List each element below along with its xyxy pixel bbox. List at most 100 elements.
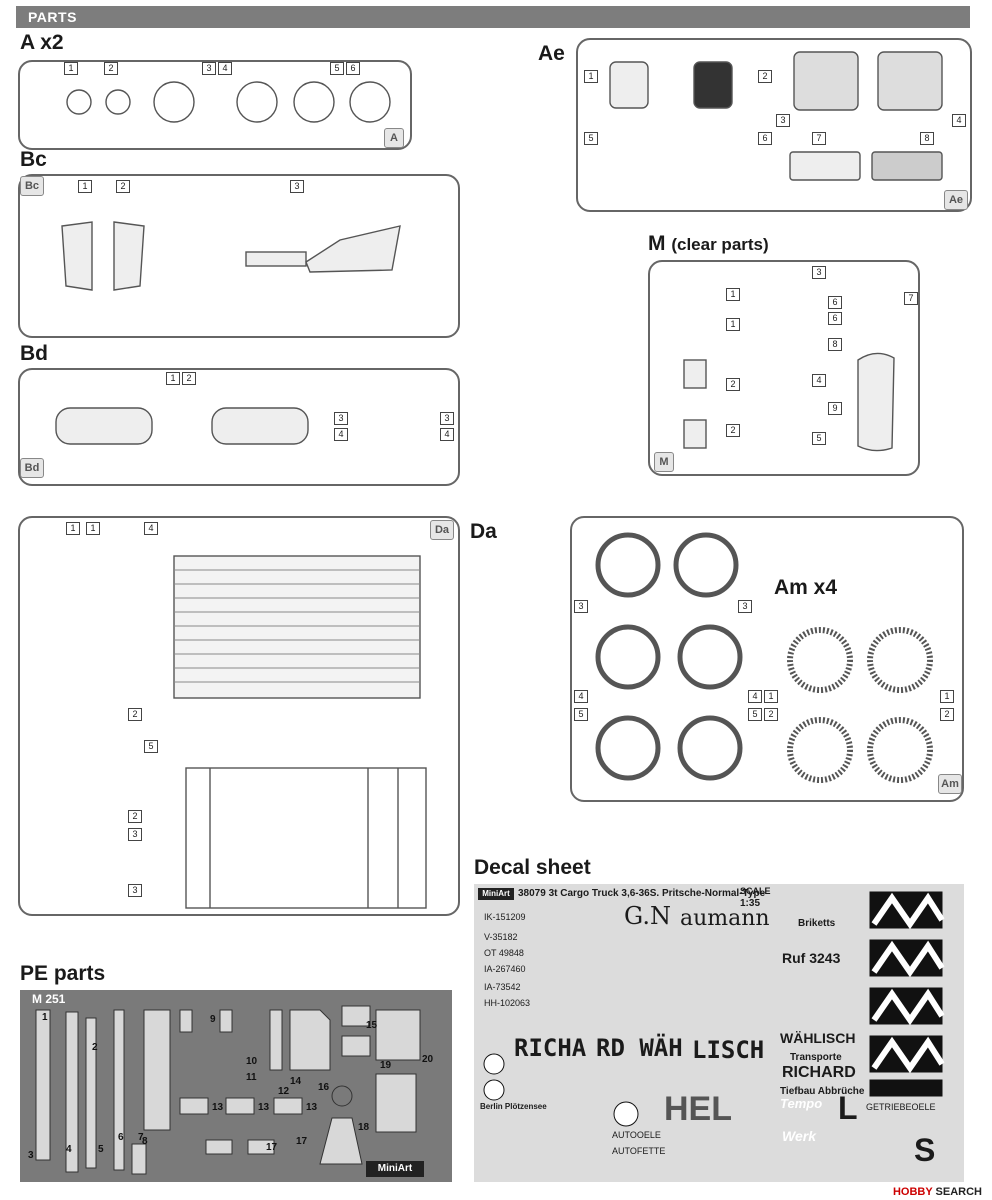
part-number: 8 (828, 338, 842, 351)
part-number: 2 (940, 708, 954, 721)
part-number: 3 (738, 600, 752, 613)
part-number: 4 (144, 522, 158, 535)
part-number: 1 (764, 690, 778, 703)
decal-brand-logo: MiniArt (478, 888, 514, 900)
sprue-bd-title: Bd (20, 342, 48, 365)
decal-word: G.N (624, 902, 671, 930)
sprue-m-letter: M (648, 232, 666, 255)
decal-word: RICHARD (782, 1064, 856, 1081)
decal-word: aumann (680, 906, 770, 931)
pe-part-number: 19 (380, 1060, 392, 1071)
decal-word: Berlin Plötzensee (480, 1102, 547, 1111)
sprue-m-frame (648, 260, 920, 476)
part-number: 2 (726, 424, 740, 437)
part-number: 1 (726, 288, 740, 301)
decal-word: LISCH (692, 1036, 765, 1064)
sprue-ae-title: Ae (538, 42, 565, 65)
part-number: 5 (812, 432, 826, 445)
decal-word: Tiefbau Abbrüche (780, 1086, 865, 1097)
watermark-logo: HOBBY SEARCH (893, 1186, 982, 1198)
decal-word: RD WÄH (596, 1034, 683, 1062)
part-number: 9 (828, 402, 842, 415)
pe-part-number: 10 (246, 1056, 258, 1067)
decal-word: Tempo (780, 1096, 823, 1111)
sprue-m-subtitle: (clear parts) (671, 235, 769, 254)
part-number: 5 (574, 708, 588, 721)
sprue-ae-tag: Ae (944, 190, 968, 210)
part-number: 2 (104, 62, 118, 75)
part-number: 3 (202, 62, 216, 75)
pe-part-number: 13 (306, 1102, 318, 1113)
part-number: 6 (758, 132, 772, 145)
sprue-bd-tag: Bd (20, 458, 44, 478)
part-number: 1 (166, 372, 180, 385)
sprue-bc-title: Bc (20, 148, 47, 171)
pe-part-number: 13 (212, 1102, 224, 1113)
part-number: 3 (334, 412, 348, 425)
part-number: 3 (290, 180, 304, 193)
decal-plate: IK-151209 (484, 912, 526, 922)
pe-part-number: 17 (266, 1142, 278, 1153)
part-number: 7 (812, 132, 826, 145)
decal-title: Decal sheet (474, 856, 591, 879)
pe-part-number: 15 (366, 1020, 378, 1031)
part-number: 2 (128, 810, 142, 823)
decal-word: AUTOOELE (612, 1130, 661, 1140)
part-number: 5 (584, 132, 598, 145)
part-number: 5 (748, 708, 762, 721)
decal-plate: HH-102063 (484, 998, 531, 1008)
pe-part-number: 7 (138, 1132, 144, 1143)
part-number: 3 (776, 114, 790, 127)
decal-plate: V-35182 (484, 932, 518, 942)
pe-part-number: 1 (42, 1012, 48, 1023)
decal-word: HEL (664, 1090, 732, 1128)
part-number: 5 (144, 740, 158, 753)
part-number: 8 (920, 132, 934, 145)
pe-part-number: 13 (258, 1102, 270, 1113)
decal-word: WÄHLISCH (780, 1030, 856, 1046)
part-number: 6 (828, 296, 842, 309)
part-number: 4 (952, 114, 966, 127)
part-number: 1 (64, 62, 78, 75)
pe-title: PE parts (20, 962, 106, 985)
sprue-da-title: Da (470, 520, 497, 543)
part-number: 1 (86, 522, 100, 535)
pe-part-number: 20 (422, 1054, 434, 1065)
sprue-da-frame (18, 516, 460, 916)
decal-word: Transporte (790, 1052, 842, 1063)
sprue-ae-frame (576, 38, 972, 212)
watermark-brand: HOBBY (892, 1186, 933, 1198)
part-number: 5 (330, 62, 344, 75)
pe-part-number: 9 (210, 1014, 216, 1025)
decal-word: Briketts (798, 918, 836, 929)
decal-plate: IA-267460 (484, 964, 526, 974)
pe-part-number: 11 (246, 1072, 257, 1083)
part-number: 2 (182, 372, 196, 385)
decal-word: AUTOFETTE (612, 1146, 666, 1156)
decal-scale: 1:35 (740, 898, 761, 909)
sprue-a-title: A x2 (20, 31, 64, 54)
decal-word: RICHA (514, 1034, 587, 1062)
decal-chevrons (483, 891, 945, 1127)
pe-part-number: 17 (296, 1136, 308, 1147)
decal-word: Ruf 3243 (782, 950, 841, 966)
decal-word: Werk (782, 1128, 816, 1144)
parts-header-title: PARTS (28, 9, 77, 25)
pe-part-number: 4 (66, 1144, 72, 1155)
pe-part-number: 3 (28, 1150, 34, 1161)
part-number: 2 (726, 378, 740, 391)
decal-plate: IA-73542 (484, 982, 521, 992)
sprue-bd-frame (18, 368, 460, 486)
part-number: 4 (748, 690, 762, 703)
part-number: 4 (812, 374, 826, 387)
decal-sheet: MiniArt 38079 3t Cargo Truck 3,6-36S. Pr… (474, 884, 964, 1182)
decal-scale-label: SCALE (740, 886, 771, 896)
sprue-bc-frame (18, 174, 460, 338)
sprue-a-tag: A (384, 128, 404, 148)
pe-part-number: 12 (278, 1086, 290, 1097)
pe-part-number: 18 (358, 1122, 370, 1133)
sprue-m-tag: M (654, 452, 674, 472)
sprue-am-frame (570, 516, 964, 802)
pe-part-number: 6 (118, 1132, 124, 1143)
sprue-m-title: M (clear parts) (648, 232, 769, 256)
